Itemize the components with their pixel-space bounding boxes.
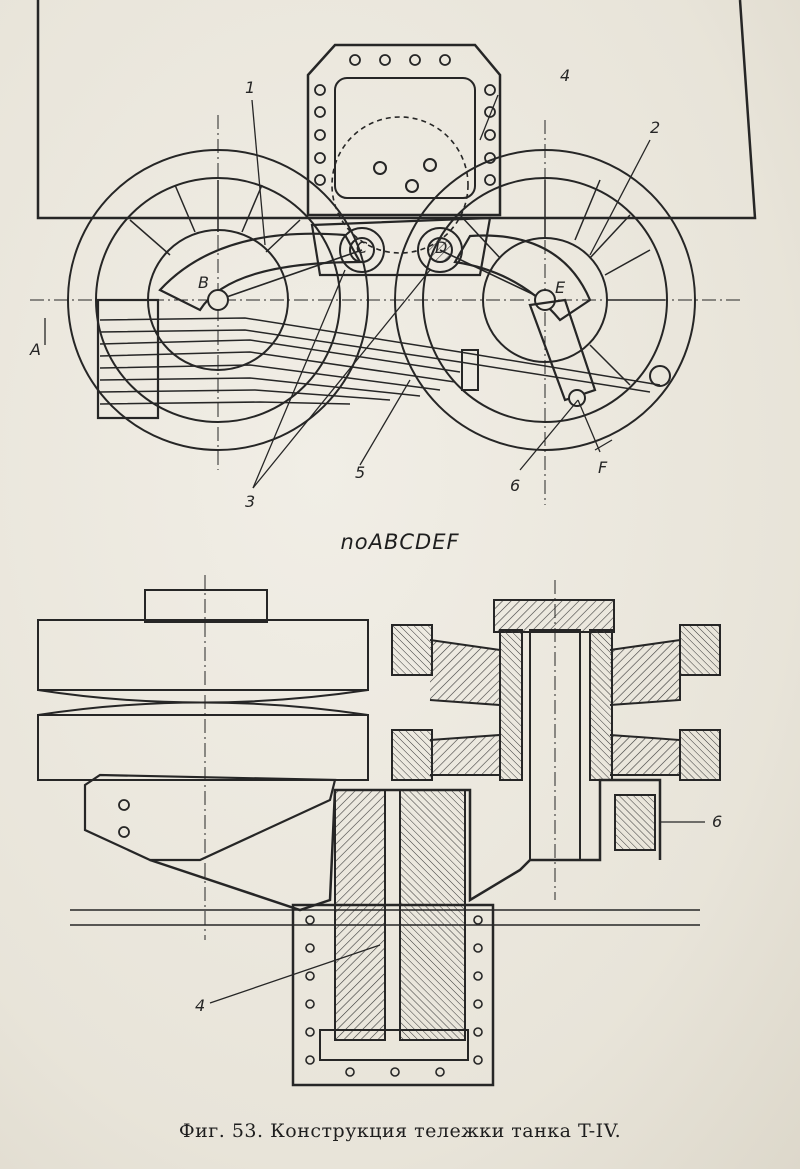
point-e-circle [534, 289, 556, 311]
label-section-part-4: 4 [195, 996, 206, 1015]
hull-outline [36, 0, 757, 220]
point-b-circle [207, 289, 229, 311]
arm-2 [453, 234, 592, 322]
label-part-1: 1 [245, 78, 256, 97]
label-point-a: A [30, 340, 41, 359]
pivot-housing [310, 216, 492, 277]
part-6-block [614, 794, 656, 851]
pivot-c [339, 227, 385, 273]
section-view [37, 575, 721, 1087]
label-point-d: D [435, 238, 448, 257]
label-part-3: 3 [245, 492, 256, 511]
label-point-b: B [198, 273, 209, 292]
lever-6 [528, 298, 597, 402]
right-wheel-section [391, 580, 721, 900]
label-section-part-6: 6 [712, 812, 723, 831]
label-point-f: F [598, 458, 608, 477]
label-part-4: 4 [560, 66, 571, 85]
leaf-spring-5 [96, 298, 671, 420]
bracket-4 [306, 43, 502, 254]
pivot-shaft-left [334, 789, 386, 1041]
label-point-c: C [356, 238, 368, 257]
label-part-6: 6 [510, 476, 521, 495]
pivot-shaft-right [399, 789, 466, 1041]
label-part-2: 2 [650, 118, 661, 137]
label-part-5: 5 [355, 463, 366, 482]
arm-1 [158, 232, 362, 312]
left-wheel-profile [37, 575, 369, 940]
bracket-casting [83, 773, 337, 862]
label-point-e: E [555, 278, 566, 297]
lower-flange-4 [291, 903, 495, 1087]
figure-caption: Фиг. 53. Конструкция тележки танка T-IV. [178, 1120, 622, 1142]
top-view [30, 0, 757, 505]
section-label: noABCDEF [340, 530, 460, 554]
